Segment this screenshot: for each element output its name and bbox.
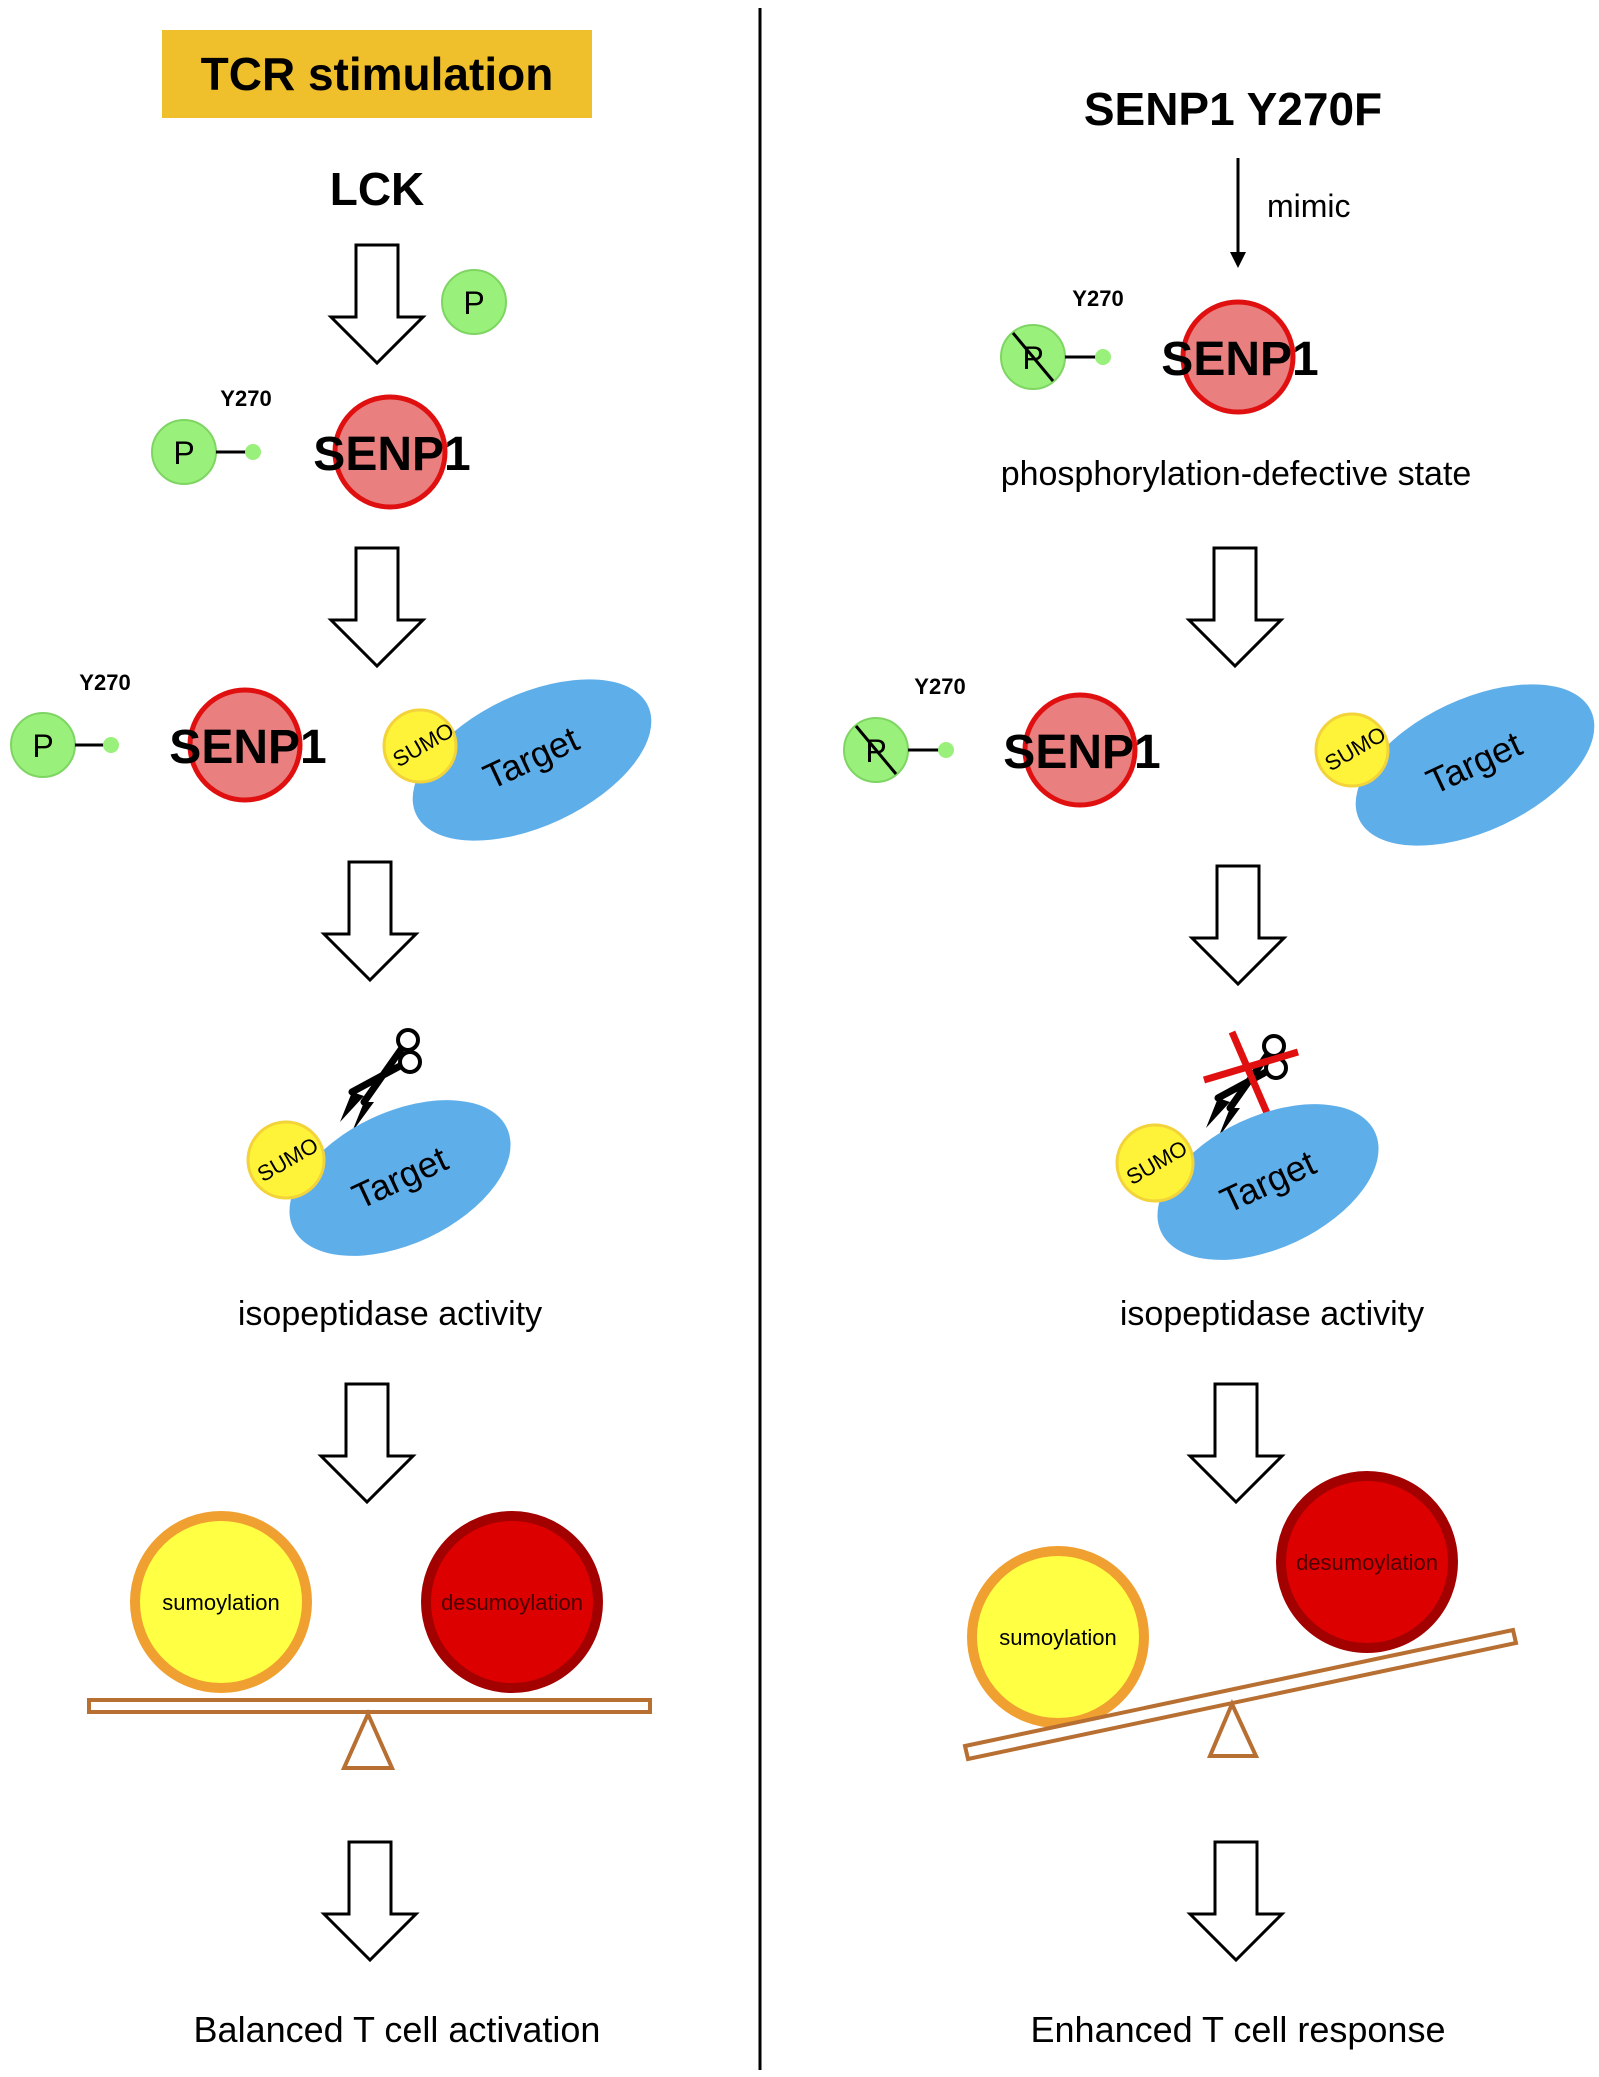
arrow-state-to-separate <box>1187 546 1283 668</box>
balance-beam-2 <box>962 1627 1519 1762</box>
desumoylation-circle-2 <box>1276 1471 1458 1653</box>
sumo-3 <box>1314 712 1390 788</box>
y270-site-label-2: Y270 <box>79 670 130 695</box>
phosphate-4-strike <box>854 725 898 775</box>
mimic-label: mimic <box>1267 188 1351 224</box>
free-phosphate <box>441 269 507 335</box>
sumo-4 <box>1115 1123 1195 1203</box>
y270-site-label-1: Y270 <box>220 386 271 411</box>
phosphate-3-strike <box>1011 332 1055 382</box>
sumoylation-circle-2 <box>967 1546 1149 1728</box>
senp1-enzyme-1 <box>332 394 448 510</box>
senp1-label-1: SENP1 <box>313 428 470 481</box>
balance-beam-1 <box>87 1698 652 1714</box>
lck-label: LCK <box>330 163 425 215</box>
desumoylation-label-2: desumoylation <box>1296 1550 1438 1575</box>
target-protein-2 <box>289 1100 511 1256</box>
balanced-outcome-label: Balanced T cell activation <box>194 2009 601 2050</box>
tcr-stimulation-label: TCR stimulation <box>201 48 554 100</box>
arrow-complex-to-cleavage <box>322 860 418 982</box>
sumo-1 <box>382 708 458 784</box>
arrow-separate-to-blocked <box>1190 864 1286 986</box>
arrow-balance-to-response <box>1188 1840 1284 1962</box>
arrow-activity-to-balance <box>319 1382 415 1504</box>
senp1-enzyme-2 <box>187 687 303 803</box>
arrow-blocked-to-balance <box>1188 1382 1284 1504</box>
senp1-enzyme-3 <box>1180 299 1296 415</box>
sumo-2 <box>246 1120 326 1200</box>
enhanced-response-label: Enhanced T cell response <box>1031 2009 1446 2050</box>
senp1-label-3: SENP1 <box>1161 333 1318 386</box>
desumoylation-circle-1 <box>421 1511 603 1693</box>
y270-site-label-4: Y270 <box>914 674 965 699</box>
phosphorylation-defective-label: phosphorylation-defective state <box>1001 455 1472 493</box>
sumoylation-circle-1 <box>130 1511 312 1693</box>
left-panel: TCR stimulation LCK P Y270 P SENP1 Y270 … <box>10 30 652 2050</box>
target-protein-1 <box>412 679 652 841</box>
desumoylation-label-1: desumoylation <box>441 1590 583 1615</box>
senp1-y270f-label: SENP1 Y270F <box>1084 83 1382 135</box>
isopeptidase-activity-label-1: isopeptidase activity <box>238 1295 542 1333</box>
sumoylation-label-1: sumoylation <box>162 1590 279 1615</box>
fulcrum-2 <box>1206 1699 1260 1758</box>
free-phosphate-label: P <box>463 285 484 321</box>
arrow-senp1-to-complex <box>329 546 425 668</box>
arrow-balance-to-outcome <box>322 1840 418 1962</box>
phosphate-1-label: P <box>173 435 194 471</box>
phosphate-2-label: P <box>32 728 53 764</box>
sumoylation-label-2: sumoylation <box>999 1625 1116 1650</box>
target-protein-4 <box>1157 1104 1379 1260</box>
senp1-enzyme-4 <box>1022 692 1138 808</box>
senp1-label-4: SENP1 <box>1003 726 1160 779</box>
tcr-stimulation-box <box>162 30 592 118</box>
senp1-label-2: SENP1 <box>169 721 326 774</box>
fulcrum-1 <box>340 1709 396 1770</box>
isopeptidase-activity-label-2: isopeptidase activity <box>1120 1295 1424 1333</box>
target-protein-3 <box>1355 684 1595 846</box>
arrow-lck-to-senp1 <box>329 243 425 365</box>
right-panel: SENP1 Y270F mimic Y270 P SENP1 phosphory… <box>843 83 1595 2050</box>
block-cross-icon <box>1203 1030 1299 1122</box>
y270-site-label-3: Y270 <box>1072 286 1123 311</box>
